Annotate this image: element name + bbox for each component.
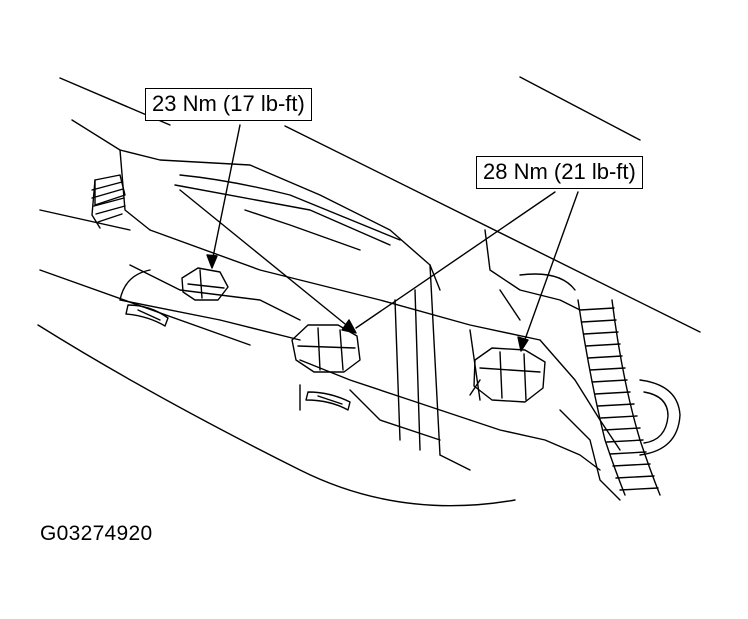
nut-left xyxy=(181,267,229,301)
torque-callout-right-text: 28 Nm (21 lb-ft) xyxy=(483,159,636,184)
background-edges xyxy=(37,76,701,507)
figure-id: G03274920 xyxy=(40,522,153,545)
hose-clamp xyxy=(639,379,681,456)
bracket-body xyxy=(71,119,621,501)
ribbed-hose xyxy=(577,299,661,496)
left-threaded-stud xyxy=(91,174,126,229)
nut-center xyxy=(291,324,361,373)
torque-callout-right: 28 Nm (21 lb-ft) xyxy=(476,156,643,189)
leader-lines xyxy=(179,124,579,352)
torque-callout-left: 23 Nm (17 lb-ft) xyxy=(145,88,312,121)
slot-features xyxy=(125,304,351,411)
nut-right xyxy=(473,347,546,403)
torque-callout-left-text: 23 Nm (17 lb-ft) xyxy=(152,91,305,116)
